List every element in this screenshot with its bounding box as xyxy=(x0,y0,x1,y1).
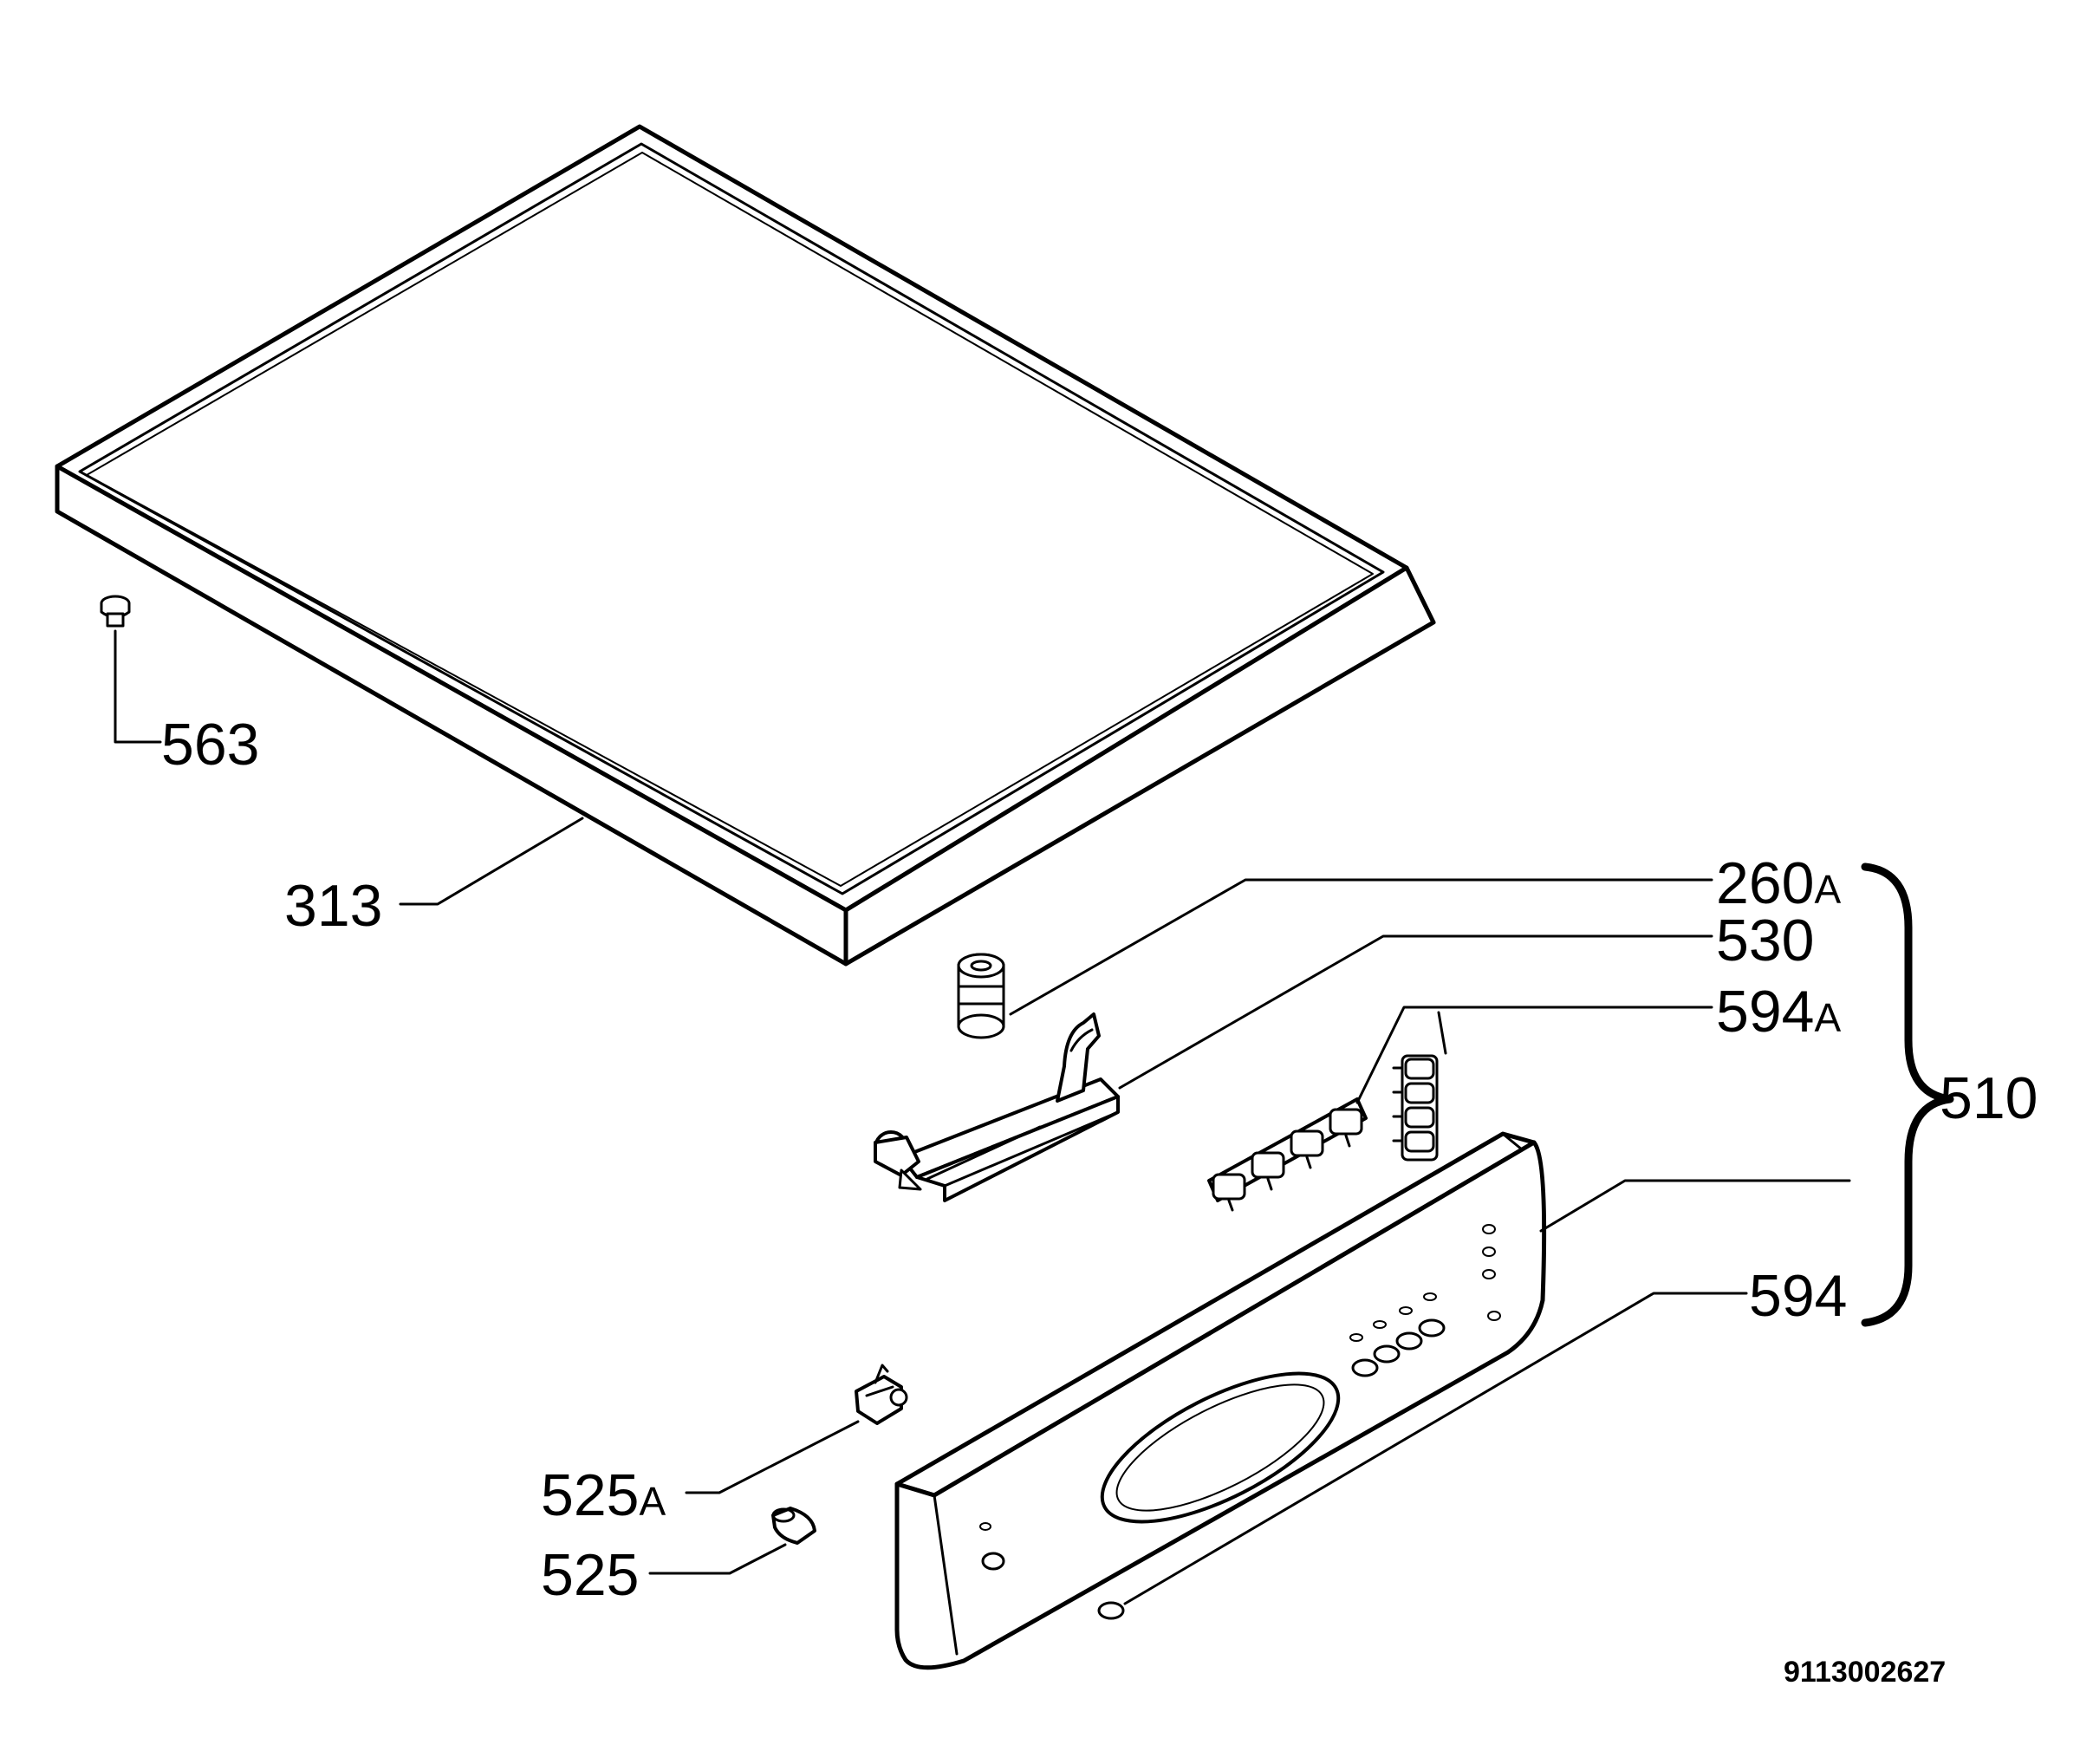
button-row xyxy=(1207,1097,1368,1212)
foot-563 xyxy=(100,595,162,744)
label-260a: 260A xyxy=(1716,850,1841,916)
grommet-260a xyxy=(957,878,1713,1039)
group-brace-510 xyxy=(1861,862,1954,1327)
label-510: 510 xyxy=(1940,1065,2038,1131)
top-cover-313 xyxy=(55,124,1436,967)
label-530: 530 xyxy=(1716,908,1814,973)
label-525: 525 xyxy=(541,1542,639,1608)
label-525a-suffix: A xyxy=(639,1479,666,1524)
cap-525 xyxy=(648,1507,816,1575)
label-525a: 525A xyxy=(541,1462,666,1528)
leader-313 xyxy=(399,817,584,906)
indicator-lens xyxy=(1097,1292,1748,1620)
label-313: 313 xyxy=(284,873,382,939)
knob-525a xyxy=(685,1364,908,1494)
label-525a-number: 525 xyxy=(541,1462,639,1528)
drawing-number: 9113002627 xyxy=(1784,1656,1946,1689)
button-caps-594a xyxy=(1207,1006,1713,1212)
label-594a-suffix: A xyxy=(1814,995,1841,1040)
bracket-530 xyxy=(874,934,1713,1202)
label-594: 594 xyxy=(1749,1263,1847,1329)
label-594a-number: 594 xyxy=(1716,979,1814,1045)
control-panel-594 xyxy=(894,1131,1851,1670)
label-260a-suffix: A xyxy=(1814,867,1841,912)
label-594a: 594A xyxy=(1716,979,1841,1045)
button-column xyxy=(1392,1054,1439,1162)
label-260a-number: 260 xyxy=(1716,850,1814,916)
label-563: 563 xyxy=(161,712,259,778)
